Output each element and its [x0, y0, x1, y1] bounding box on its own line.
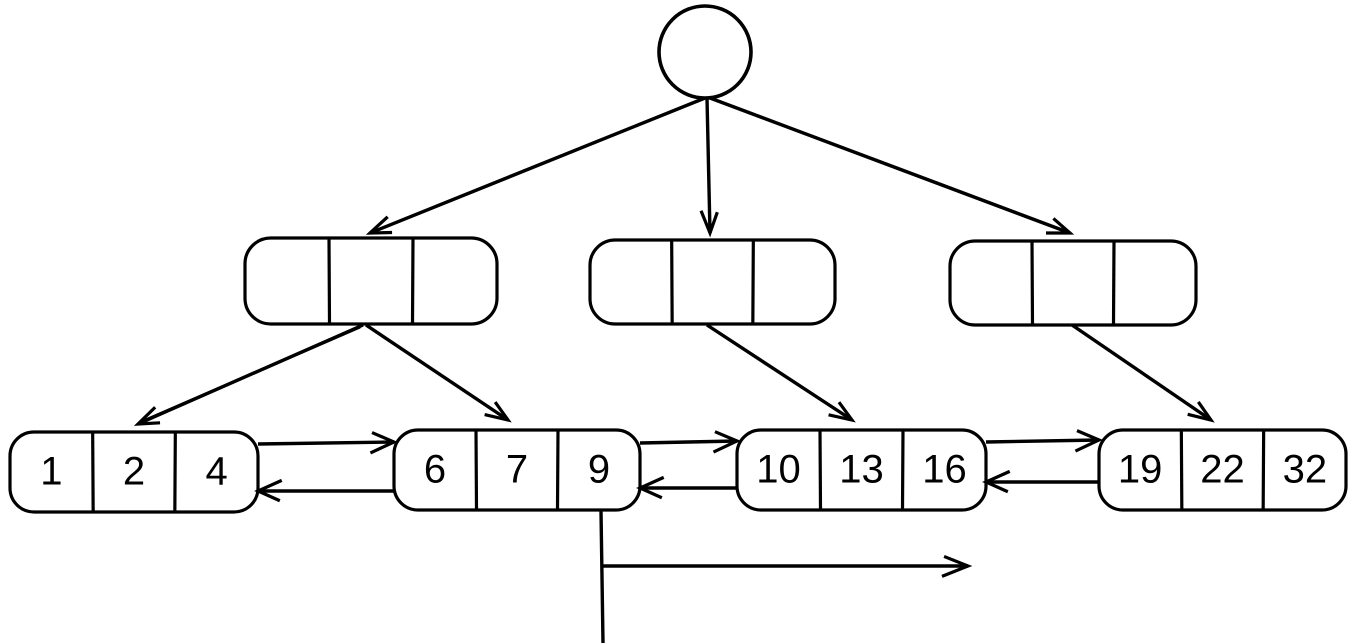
leaf-node-3-cell-2: 16 — [922, 448, 967, 492]
leaf-node-4-divider-1 — [1179, 429, 1184, 511]
internal-edge-1-left-arrowhead — [133, 406, 161, 426]
leaf-node-1-divider-2 — [173, 431, 177, 513]
root-edge-left-arrowhead — [365, 215, 393, 235]
leaf-node-2-group[interactable]: 6 7 9 — [392, 428, 642, 512]
leaf-node-1-group[interactable]: 1 2 4 — [8, 430, 260, 514]
internal-edge-2-right-arrowhead — [828, 401, 856, 423]
internal-node-1-box[interactable] — [243, 236, 499, 326]
leaf-node-3-cell-1: 13 — [839, 448, 884, 492]
leaf-node-1-cell-1: 2 — [123, 450, 145, 494]
tail-pointer-group — [599, 510, 973, 643]
internal-node-3-box[interactable] — [948, 239, 1198, 327]
leaf-node-2-cell-1: 7 — [506, 448, 528, 492]
leaf-node-1-box[interactable] — [8, 430, 260, 514]
internal-nodes-group — [243, 236, 1198, 327]
root-edge-left-line — [369, 96, 706, 235]
internal-node-3-divider-2 — [1111, 240, 1116, 326]
internal-edge-1-right-arrowhead — [484, 401, 512, 423]
leaf-node-2-divider-1 — [474, 429, 479, 511]
leaf-node-2-cell-0: 6 — [424, 448, 446, 492]
root-edge-right-arrowhead — [1045, 217, 1075, 235]
leaf-node-3-divider-2 — [900, 429, 905, 511]
internal-node-2-divider-2 — [751, 239, 755, 325]
leaf-node-3-divider-1 — [818, 429, 823, 511]
leaf-node-2-box[interactable] — [392, 428, 642, 512]
internal-edge-3-right-arrowhead — [1187, 400, 1215, 423]
leaf-links-group — [254, 429, 1103, 503]
leaf-node-1-cell-2: 4 — [206, 450, 228, 494]
root-node[interactable] — [657, 4, 753, 100]
internal-node-1-group[interactable] — [243, 236, 499, 326]
leaf-node-1-divider-1 — [91, 431, 95, 513]
root-edge-middle-arrowhead — [699, 210, 719, 238]
leaf-node-4-group[interactable]: 19 22 32 — [1097, 428, 1348, 512]
leaf-link-forward-3-line — [985, 438, 1100, 444]
leaf-node-3-cell-0: 10 — [756, 448, 801, 492]
leaf-node-2-divider-2 — [555, 429, 560, 511]
root-node-group[interactable] — [657, 4, 753, 100]
leaf-node-4-cell-1: 22 — [1200, 448, 1245, 492]
internal-edge-3-right-line — [1071, 323, 1212, 422]
leaf-link-forward-1-line — [257, 440, 395, 446]
leaf-node-3-box[interactable] — [735, 428, 988, 512]
internal-node-1-divider-2 — [410, 237, 415, 325]
internal-node-2-box[interactable] — [588, 238, 837, 326]
internal-edge-1-left-line-b — [140, 325, 361, 424]
internal-edge-2-right-line — [706, 323, 853, 422]
leaf-link-forward-3-arrowhead — [1074, 429, 1103, 453]
leaf-node-2-cell-2: 9 — [588, 448, 610, 492]
leaf-node-4-box[interactable] — [1097, 428, 1348, 512]
tail-pointer-vertical — [599, 510, 605, 643]
leaf-node-1-cell-0: 1 — [40, 450, 62, 494]
internal-edges-group — [133, 323, 1215, 426]
tail-pointer-horizontal-arrowhead — [941, 554, 973, 578]
root-edge-middle-line — [705, 97, 712, 234]
internal-node-3-divider-1 — [1030, 240, 1035, 326]
leaf-link-forward-1-arrowhead — [369, 431, 398, 455]
leaf-link-backward-3-arrowhead — [982, 469, 1011, 494]
leaf-link-forward-2-line — [639, 439, 738, 445]
internal-node-2-group[interactable] — [588, 238, 837, 326]
leaf-node-4-divider-2 — [1261, 429, 1266, 511]
leaf-link-backward-2-arrowhead — [636, 475, 665, 500]
internal-edge-1-right-line — [365, 323, 509, 422]
leaf-link-forward-2-arrowhead — [712, 430, 741, 454]
leaf-nodes-group: 1 2 4 6 7 9 10 13 16 19 22 32 — [8, 428, 1348, 514]
leaf-node-4-cell-2: 32 — [1283, 448, 1328, 492]
leaf-link-backward-1-arrowhead — [254, 478, 283, 503]
internal-node-2-divider-1 — [670, 239, 674, 325]
root-edge-right-line — [709, 96, 1071, 235]
internal-node-3-group[interactable] — [948, 239, 1198, 327]
root-edges-group — [365, 96, 1075, 238]
leaf-node-3-group[interactable]: 10 13 16 — [735, 428, 988, 512]
internal-node-1-divider-1 — [327, 237, 332, 325]
leaf-node-4-cell-0: 19 — [1118, 448, 1163, 492]
